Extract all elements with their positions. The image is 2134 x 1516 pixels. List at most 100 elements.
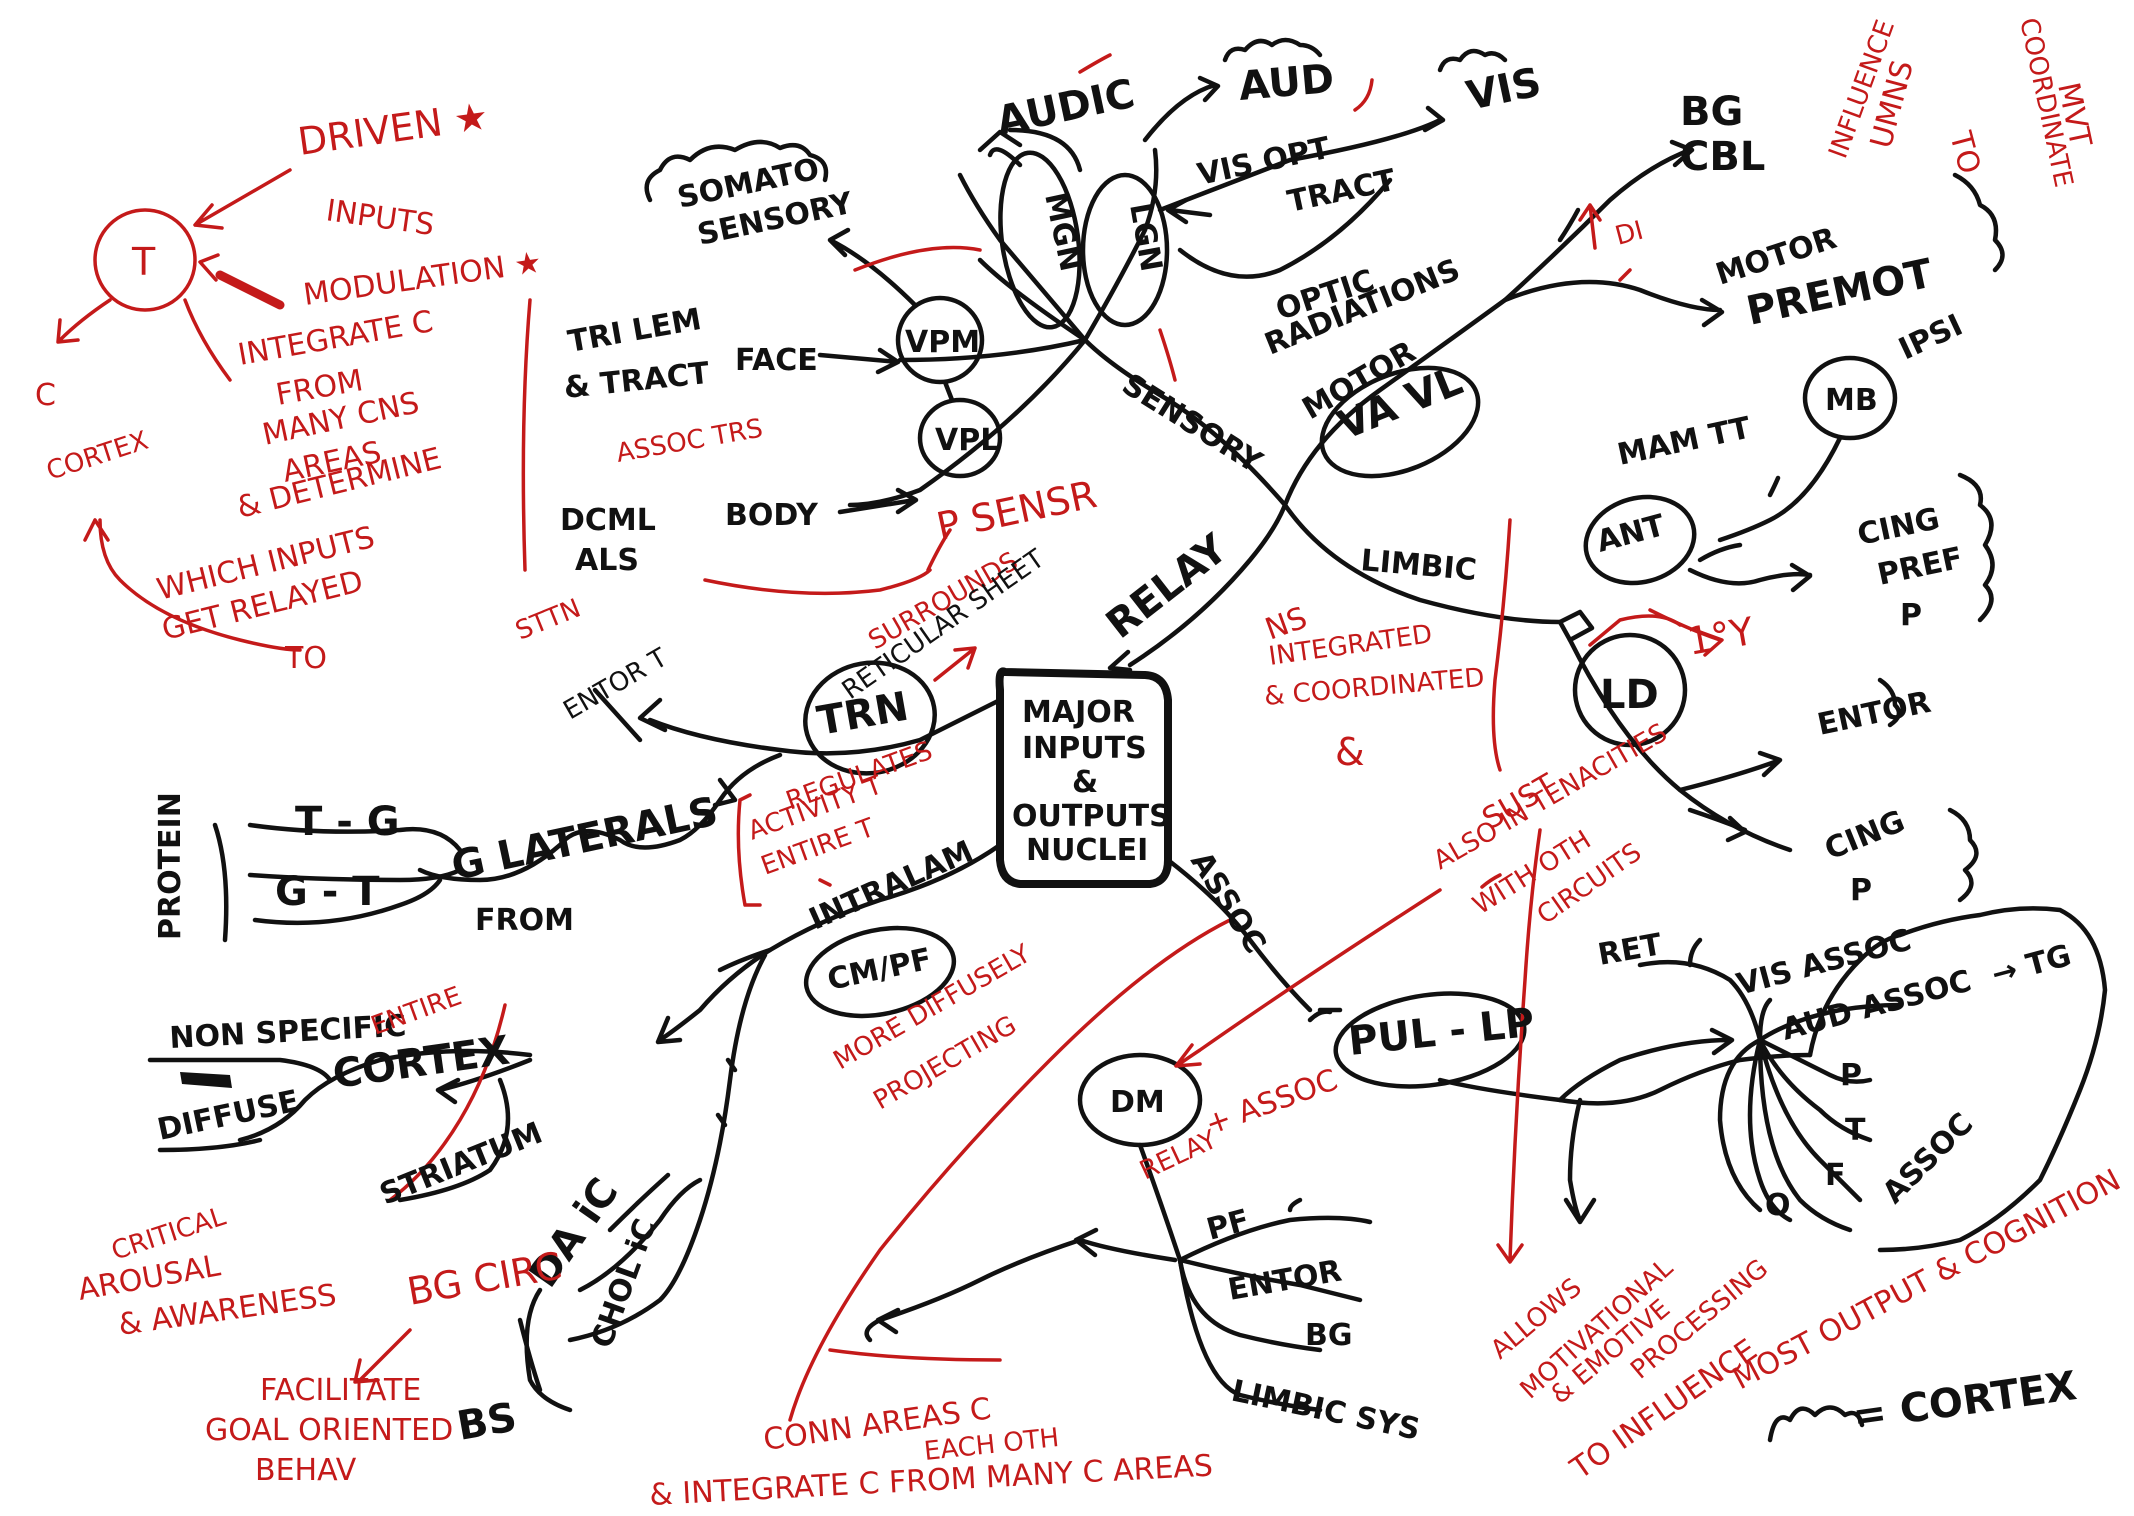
note-c: C (35, 378, 56, 413)
center-l2: INPUTS (1022, 731, 1147, 766)
vpm-circle (895, 295, 985, 385)
note-bgcirc: BG CIRC (404, 1243, 565, 1313)
note-infl3: TO (1942, 127, 1987, 178)
intra-striatum: STRIATUM (375, 1116, 547, 1213)
sens-vis: VIS (1463, 59, 1546, 120)
sens-dcml: DCML (560, 503, 656, 538)
limbic-p2: P (1850, 873, 1872, 908)
dm-entor: ENTOR (1225, 1253, 1344, 1307)
motor-mamtt: MAM TT (1614, 410, 1754, 472)
nucleus-vpl: VPL (935, 423, 999, 458)
black-lines (147, 75, 2108, 1413)
sens-aud: AUD (1237, 56, 1336, 110)
nucleus-mb: MB (1825, 383, 1878, 418)
center-l1: MAJOR (1022, 695, 1135, 730)
red-annotations (56, 53, 1724, 1422)
left-glat: G LATERALS (448, 788, 722, 889)
sens-body: BODY (725, 498, 819, 533)
legend-wave: = CORTEX (1850, 1363, 2080, 1440)
dm-pf: PF (1203, 1203, 1253, 1248)
assoc-ret: RET (1595, 927, 1665, 973)
vavl-oval (1319, 365, 1481, 479)
intralam-line (717, 842, 1003, 973)
center-l5: NUCLEI (1026, 833, 1148, 868)
left-tg: T - G (295, 799, 400, 845)
assoc-line (1165, 857, 1313, 1013)
nucleus-ant: ANT (1593, 508, 1669, 560)
trn-oval (803, 660, 937, 776)
mb-circle (1802, 355, 1898, 441)
t-circle (93, 208, 197, 312)
sensory-line (1082, 337, 1288, 508)
note-ns3: & COORDINATED (1263, 663, 1486, 712)
sens-face: FACE (735, 343, 818, 378)
limbic-line (1282, 502, 1563, 625)
nucleus-cmpf: CM/PF (824, 942, 934, 998)
center-l3: & (1072, 765, 1098, 800)
sens-trigem1: TRI LEM (565, 302, 704, 360)
note-fac3: BEHAV (255, 1453, 357, 1488)
note-assoctry: ASSOC TRS (614, 414, 765, 469)
assoc-tg: → TG (1988, 938, 2075, 993)
note-nonsp1: ENTIRE (367, 981, 466, 1041)
dm-limbic: LIMBIC SYS (1228, 1374, 1423, 1448)
note-reticular: RETICULAR SHEET (837, 544, 1050, 706)
motor-bgcbl1: BG (1680, 89, 1743, 135)
cortex-clouds (644, 37, 2005, 1443)
note-sttn: STTN (511, 593, 585, 646)
center-l4: OUTPUTS (1012, 799, 1171, 834)
vpl-circle (917, 397, 1003, 479)
trn-line (647, 697, 1003, 756)
intra-bs: BS (454, 1394, 520, 1450)
note-t: T (131, 240, 156, 284)
assoc-t: T (1845, 1113, 1866, 1148)
motor-line (1282, 297, 1508, 508)
limbic-cing2: CING (1820, 804, 1910, 868)
motor-bgcbl2: CBL (1680, 134, 1765, 180)
left-protein: PROTEIN (153, 792, 188, 940)
note-fac2: GOAL ORIENTED (205, 1413, 453, 1448)
note-integ8: TO (284, 641, 327, 676)
note-oy: 1°Y (1684, 609, 1758, 664)
limbic-p1: P (1900, 598, 1922, 633)
cmpf-oval (803, 925, 957, 1019)
note-integ1: INTEGRATE C (235, 304, 435, 373)
center-box (995, 667, 1172, 888)
note-inputs: INPUTS (324, 193, 437, 243)
nucleus-vpm: VPM (905, 325, 980, 360)
note-amp: & (1335, 730, 1365, 774)
assoc-f: F (1825, 1158, 1846, 1193)
note-psensr: P SENSR (933, 472, 1101, 549)
left-gt: G - T (275, 869, 380, 915)
note-fac1: FACILITATE (260, 1373, 421, 1408)
note-modulation: MODULATION ★ (301, 245, 543, 313)
mgn-oval (998, 150, 1082, 330)
limbic-entor1: ENTOR (1814, 685, 1933, 743)
motor-ipsi: IPSI (1894, 308, 1969, 368)
assoc-p: P (1840, 1058, 1862, 1093)
assoc-assoc: ASSOC (1876, 1106, 1980, 1210)
note-driven: DRIVEN ★ (295, 94, 491, 164)
nucleus-ld: LD (1600, 672, 1659, 718)
note-relassoc2: + ASSOC (1201, 1062, 1343, 1142)
limbic-cing1: CING (1854, 501, 1942, 552)
note-di: DI (1612, 216, 1647, 252)
limbic-pref: PREF (1874, 541, 1965, 593)
branch-sensory: SENSORY (1116, 367, 1269, 481)
branch-assoc: ASSOC (1183, 846, 1272, 960)
pul-oval (1333, 991, 1527, 1089)
lgn-oval (1080, 172, 1170, 328)
ant-oval (1583, 494, 1697, 586)
nucleus-mgn: MGN (1037, 189, 1088, 274)
note-cortex: CORTEX (43, 426, 152, 487)
nucleus-dm: DM (1110, 1085, 1165, 1120)
ld-oval (1572, 632, 1688, 748)
relay-trunk (1127, 502, 1288, 668)
sens-audic: AUDIC (993, 71, 1139, 145)
branch-relay: RELAY (1098, 525, 1237, 648)
dm-bg: BG (1305, 1318, 1353, 1353)
intra-diffuse: DIFFUSE (154, 1084, 302, 1148)
sens-als: ALS (575, 543, 639, 578)
left-from: FROM (475, 903, 574, 938)
